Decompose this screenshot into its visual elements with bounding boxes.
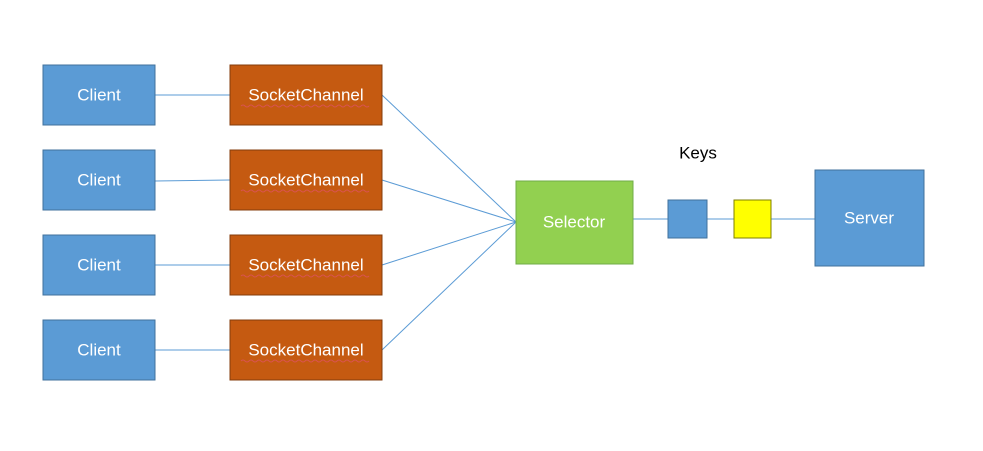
client-label: Client bbox=[77, 341, 121, 360]
spellcheck-underline bbox=[240, 274, 370, 278]
client-label: Client bbox=[77, 171, 121, 190]
edge-channel-4-selector bbox=[381, 221, 517, 351]
spellcheck-underline bbox=[240, 189, 370, 193]
server-node: Server bbox=[814, 169, 925, 267]
channel-node-1: SocketChannel bbox=[229, 64, 383, 126]
edges bbox=[154, 94, 815, 351]
spellcheck-underline bbox=[240, 359, 370, 363]
server-label: Server bbox=[844, 209, 894, 228]
client-node-2: Client bbox=[42, 149, 156, 211]
edge-channel-2-selector bbox=[381, 179, 517, 223]
client-node-1: Client bbox=[42, 64, 156, 126]
client-label: Client bbox=[77, 86, 121, 105]
selector-label: Selector bbox=[543, 213, 606, 232]
channel-node-4: SocketChannel bbox=[229, 319, 383, 381]
channel-node-2: SocketChannel bbox=[229, 149, 383, 211]
key-box-yellow bbox=[733, 199, 772, 239]
spellcheck-underline bbox=[240, 104, 370, 108]
edge-channel-1-selector bbox=[381, 94, 517, 223]
client-label: Client bbox=[77, 256, 121, 275]
channel-label: SocketChannel bbox=[248, 86, 363, 105]
client-node-3: Client bbox=[42, 234, 156, 296]
selector-node: Selector bbox=[515, 180, 634, 265]
edge-client-2-channel-2 bbox=[154, 179, 231, 182]
channel-label: SocketChannel bbox=[248, 171, 363, 190]
channel-label: SocketChannel bbox=[248, 256, 363, 275]
client-node-4: Client bbox=[42, 319, 156, 381]
channel-node-3: SocketChannel bbox=[229, 234, 383, 296]
keys-label: Keys bbox=[679, 144, 717, 163]
channel-label: SocketChannel bbox=[248, 341, 363, 360]
key-box-blue bbox=[667, 199, 708, 239]
edge-channel-3-selector bbox=[381, 221, 517, 266]
